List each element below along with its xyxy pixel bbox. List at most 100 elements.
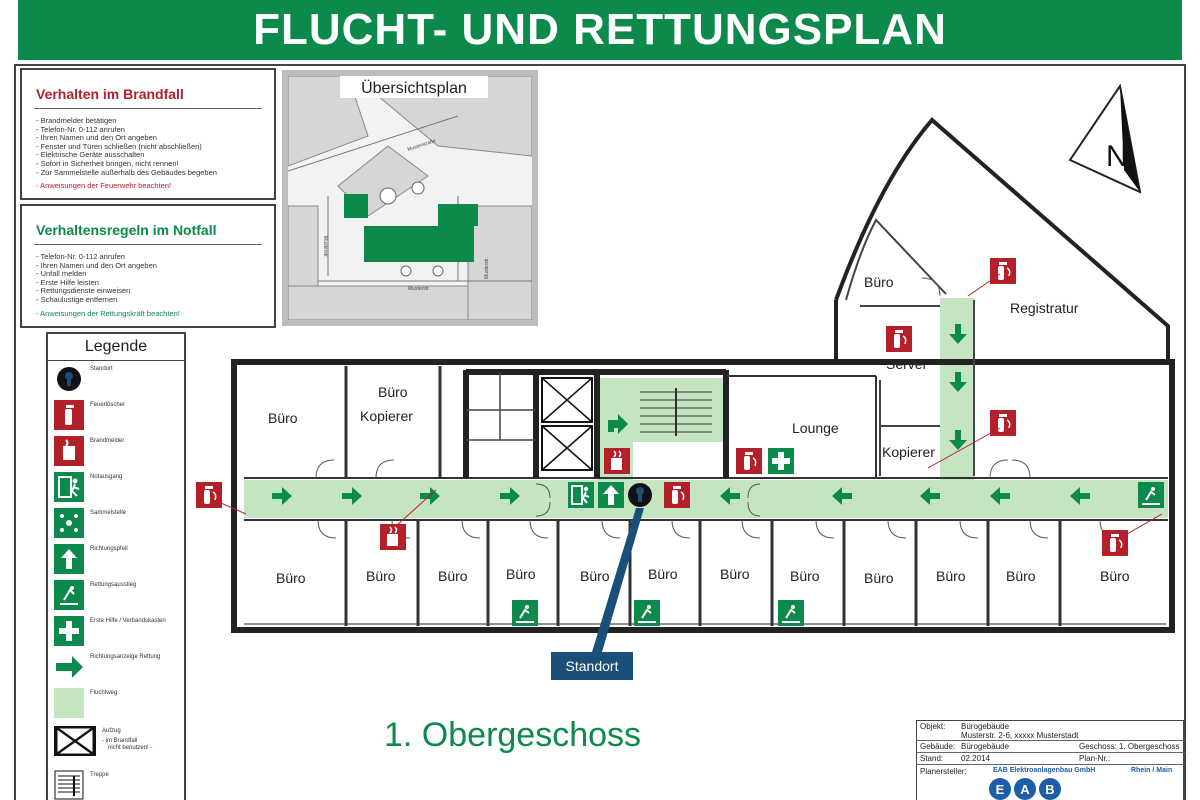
geschoss-key: Geschoss: <box>1079 742 1117 751</box>
geschoss-value: 1. Obergeschoss <box>1119 742 1180 751</box>
legend-title: Legende <box>48 334 184 361</box>
list-item: Telefon-Nr. 0-112 anrufen <box>36 252 274 262</box>
floor-label: 1. Obergeschoss <box>384 716 642 754</box>
legend-label: Richtungsanzeige Rettung <box>90 654 161 660</box>
overview-map-drawing: Übersichtsplan Musterstraße Musterstr. M… <box>288 76 532 320</box>
direction-arrow-icon <box>54 544 84 574</box>
list-item: Zur Sammelstelle außerhalb des Gebäudes … <box>36 168 274 178</box>
legend-item: Rettungsausstieg <box>48 578 184 614</box>
company-logo: E A B <box>989 778 1061 800</box>
standort-label: Standort <box>551 652 633 680</box>
room-label: Büro <box>1006 568 1036 584</box>
legend-label: Richtungspfeil <box>90 546 128 552</box>
room-label: Büro <box>506 566 536 582</box>
fire-instructions-note: Anweisungen der Feuerwehr beachten! <box>36 181 274 190</box>
standort-icon <box>57 367 81 391</box>
list-item: Ihren Namen und den Ort angeben <box>36 134 274 143</box>
legend-label: Feuerlöscher <box>90 402 126 408</box>
rescue-exit-icon <box>54 580 84 610</box>
legend: Legende Standort Feuerlöscher Brandmelde… <box>46 332 186 800</box>
legend-item: Standort <box>48 362 184 398</box>
rescue-direction-icon <box>56 656 83 678</box>
company-name: EAB Elektroanlagenbau GmbH <box>993 767 1096 774</box>
objekt-key: Objekt: <box>920 722 946 731</box>
fire-instructions-box: Verhalten im Brandfall Brandmelder betät… <box>20 68 276 200</box>
room-label: Server <box>886 356 928 372</box>
room-label: Büro <box>936 568 966 584</box>
room-label: Büro <box>1100 568 1130 584</box>
list-item: Telefon-Nr. 0-112 anrufen <box>36 125 274 135</box>
fire-instructions-title: Verhalten im Brandfall <box>36 86 184 102</box>
room-label: Kopierer <box>882 444 935 460</box>
legend-label: Sammelstelle <box>90 510 127 516</box>
legend-item: Notausgang <box>48 470 184 506</box>
room-label: Lounge <box>792 420 839 436</box>
list-item: Erste Hilfe leisten <box>36 278 274 288</box>
legend-item: Brandmelder <box>48 434 184 470</box>
list-item: Unfall melden <box>36 270 274 279</box>
title-block: Objekt: Bürogebäude Musterstr. 2-6, xxxx… <box>916 720 1185 800</box>
list-item: Schaulustige entfernen <box>36 295 274 305</box>
street-label: Musterstraße <box>407 138 437 153</box>
stairs-icon <box>54 770 84 800</box>
plan-number-key: Plan-Nr.: <box>1079 754 1111 763</box>
list-item: Fenster und Türen schließen (nicht absch… <box>36 142 274 152</box>
legend-item: Aufzug - im Brandfall nicht benutzen! - <box>48 724 184 768</box>
company-region: Rhein / Main <box>1131 767 1173 774</box>
objekt-value: Bürogebäude <box>961 722 1010 731</box>
emergency-instructions-title: Verhaltensregeln im Notfall <box>36 222 217 238</box>
room-label: Büro <box>864 570 894 586</box>
plan-frame <box>14 64 1186 800</box>
room-label: Registratur <box>1010 300 1079 316</box>
planer-key: Planersteller: <box>920 767 967 776</box>
elevator-icon <box>54 726 96 756</box>
room-label: Büro <box>438 568 468 584</box>
legend-item: Sammelstelle <box>48 506 184 542</box>
room-label: Büro <box>268 410 298 426</box>
legend-item: Richtungspfeil <box>48 542 184 578</box>
escape-route-icon <box>54 688 84 718</box>
gebaeude-value: Bürogebäude <box>961 742 1010 751</box>
street-label: Musterstr. <box>322 236 328 258</box>
emergency-instructions-list: Telefon-Nr. 0-112 anrufen Ihren Namen un… <box>36 252 274 305</box>
legend-label: Brandmelder <box>90 438 125 444</box>
legend-item: Treppe <box>48 768 184 800</box>
emergency-instructions-box: Verhaltensregeln im Notfall Telefon-Nr. … <box>20 204 276 328</box>
logo-letter: E <box>989 778 1011 800</box>
logo-letter: B <box>1039 778 1061 800</box>
fire-extinguisher-icon <box>54 400 84 430</box>
legend-label: Treppe <box>90 772 109 778</box>
building-highlight <box>364 226 474 262</box>
list-item: Ihren Namen und den Ort angeben <box>36 261 274 271</box>
north-label: N <box>1106 140 1128 173</box>
street-label: Musterstr. <box>484 257 490 279</box>
stand-key: Stand: <box>920 754 944 763</box>
logo-letter: A <box>1014 778 1036 800</box>
overview-title: Übersichtsplan <box>361 79 467 97</box>
legend-item: Richtungsanzeige Rettung <box>48 650 184 686</box>
fire-instructions-list: Brandmelder betätigen Telefon-Nr. 0-112 … <box>36 116 274 178</box>
overview-map: Übersichtsplan Musterstraße Musterstr. M… <box>282 70 538 326</box>
list-item: Sofort in Sicherheit bringen, nicht renn… <box>36 159 274 169</box>
plan-title: FLUCHT- UND RETTUNGSPLAN <box>18 0 1182 60</box>
legend-note: nicht benutzen! - <box>108 745 153 751</box>
emergency-instructions-note: Anweisungen der Rettungskräft beachten! <box>36 309 274 318</box>
stand-value: 02.2014 <box>961 754 990 763</box>
first-aid-icon <box>54 616 84 646</box>
room-label: Büro <box>378 384 408 400</box>
room-label: Büro <box>720 566 750 582</box>
gebaeude-key: Gebäude: <box>920 742 956 751</box>
room-label: Büro <box>648 566 678 582</box>
legend-label: Fluchtweg <box>90 690 118 696</box>
room-label: Büro <box>366 568 396 584</box>
legend-label: Rettungsausstieg <box>90 582 137 588</box>
emergency-exit-icon <box>54 472 84 502</box>
room-label: Büro <box>790 568 820 584</box>
legend-note: - im Brandfall <box>102 738 138 744</box>
room-label: Kopierer <box>360 408 413 424</box>
legend-item: Fluchtweg <box>48 686 184 722</box>
list-item: Brandmelder betätigen <box>36 116 274 126</box>
assembly-point-icon <box>344 194 368 218</box>
street-label: Musterstr. <box>408 286 430 292</box>
legend-item: Erste Hilfe / Verbandskasten <box>48 614 184 650</box>
